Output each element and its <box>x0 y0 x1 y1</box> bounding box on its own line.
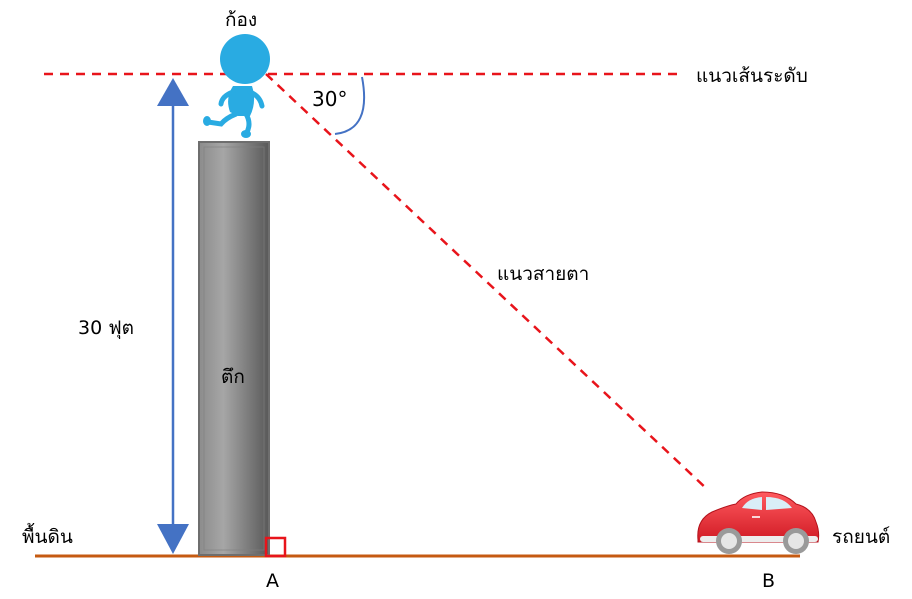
point-b-label: B <box>762 570 775 592</box>
angle-label: 30° <box>312 87 347 111</box>
building-label: ตึก <box>221 366 245 388</box>
right-angle-marker <box>264 536 287 558</box>
line-of-sight <box>265 73 709 491</box>
car-label: รถยนต์ <box>832 526 890 548</box>
point-a-label: A <box>266 570 279 592</box>
angle-arc <box>334 76 366 135</box>
ground-label: พื้นดิน <box>22 523 73 548</box>
horizontal-line-label: แนวเส้นระดับ <box>696 65 808 87</box>
height-arrow <box>157 78 189 554</box>
height-label: 30 ฟุต <box>78 317 134 340</box>
car <box>697 491 820 554</box>
line-of-sight-label: แนวสายตา <box>497 263 589 285</box>
person-label: ก้อง <box>225 9 257 31</box>
building <box>198 141 270 556</box>
person-figure <box>203 34 270 138</box>
